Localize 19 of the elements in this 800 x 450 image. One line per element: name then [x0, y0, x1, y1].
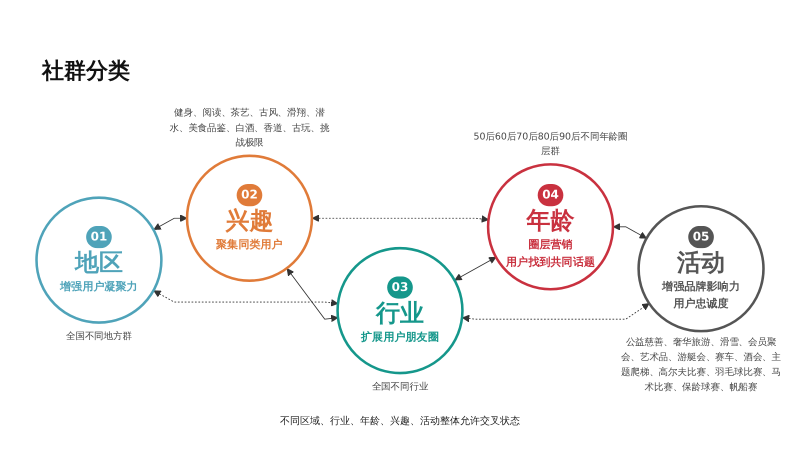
node-description: 全国不同地方群	[66, 329, 132, 344]
arrow	[462, 303, 650, 322]
arrow	[153, 290, 338, 307]
node-description: 全国不同行业	[372, 380, 428, 394]
node-description: 公益慈善、奢华旅游、滑雪、会员聚会、艺术品、游艇会、赛车、酒会、主题爬梯、高尔夫比赛、羽毛球比赛、马术比赛、保龄球赛、帆船赛	[620, 335, 782, 395]
arrow	[153, 214, 188, 230]
node-circle: 05 活动 增强品牌影响力 用户忠诚度	[637, 204, 765, 332]
node-circle: 04 年龄 圈层营销 用户找到共同话题	[486, 163, 614, 291]
node-circle: 02 兴趣 聚集同类用户	[186, 154, 314, 282]
node-description: 50后60后70后80后90后不同年龄圈层群	[472, 130, 628, 160]
node-circle: 03 行业 扩展用户朋友圈	[336, 246, 464, 374]
node-circle: 01 地区 增强用户凝聚力	[35, 196, 163, 324]
diagram-title: 社群分类	[42, 58, 130, 86]
arrow	[612, 223, 647, 239]
arrow	[286, 268, 338, 322]
arrow	[312, 214, 489, 223]
diagram-caption: 不同区域、行业、年龄、兴趣、活动整体允许交叉状态	[279, 414, 521, 428]
node-description: 健身、阅读、茶艺、古风、滑翔、潜水、美食品鉴、白酒、香道、古玩、挑战极限	[168, 106, 330, 150]
arrow	[454, 256, 496, 280]
